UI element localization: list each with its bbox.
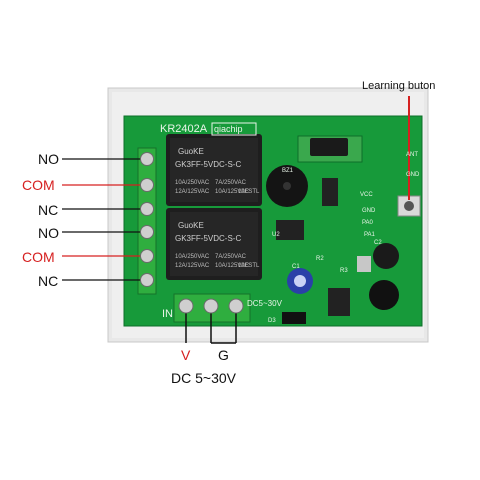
power-lines xyxy=(185,310,237,344)
label-v: V xyxy=(181,347,191,363)
relay-2-rating-1: 10A/250VAC xyxy=(175,254,210,260)
capacitor-2 xyxy=(373,243,399,269)
silk-pa0: PA0 xyxy=(362,220,374,226)
antenna-coil xyxy=(310,138,348,156)
board-model: KR2402A xyxy=(160,123,208,135)
relay-2-brand: GuoKE xyxy=(178,221,204,230)
terminal-screw[interactable] xyxy=(140,178,154,192)
relay-2 xyxy=(166,208,262,280)
silk-gnd-2: GND xyxy=(406,172,420,178)
learning-button-callout: Learning buton xyxy=(362,80,436,92)
silk-bz1: BZ1 xyxy=(282,168,294,174)
relay-1-rating-2: 7A/250VAC xyxy=(215,180,247,186)
label-g: G xyxy=(218,347,229,363)
output-terminal-block xyxy=(137,147,157,295)
terminal-screw[interactable] xyxy=(140,152,154,166)
ic-chip-3 xyxy=(328,288,350,316)
crystal xyxy=(357,256,371,272)
input-terminal-screw[interactable] xyxy=(203,298,219,314)
label-com-2: COM xyxy=(22,249,55,265)
terminal-screw[interactable] xyxy=(140,225,154,239)
relay-2-rating-5: 19FSTL xyxy=(238,263,260,269)
dc-marking: DC5~30V xyxy=(247,299,283,308)
relay-1 xyxy=(166,134,262,206)
relay-1-rating-5: 19FSTL xyxy=(238,189,260,195)
relay-1-rating-1: 10A/250VAC xyxy=(175,180,210,186)
silk-ant: ANT xyxy=(406,152,418,158)
silk-gnd: GND xyxy=(362,208,376,214)
relay-1-rating-4: 10A/125VAC xyxy=(215,189,250,195)
relay-2-rating-3: 12A/125VAC xyxy=(175,263,210,269)
label-lines xyxy=(62,158,142,281)
input-terminal-screw[interactable] xyxy=(178,298,194,314)
relay-2-rating-2: 7A/250VAC xyxy=(215,254,247,260)
label-nc-2: NC xyxy=(38,273,59,289)
label-no-2: NO xyxy=(38,225,59,241)
inductor xyxy=(369,280,399,310)
terminal-screws xyxy=(140,152,244,314)
label-nc-1: NC xyxy=(38,202,59,218)
terminal-screw[interactable] xyxy=(140,273,154,287)
relay-2-model: GK3FF-5VDC-S-C xyxy=(175,234,241,243)
relay-1-model: GK3FF-5VDC-S-C xyxy=(175,160,241,169)
board-brand: qiachip xyxy=(214,124,243,134)
ic-chip-1 xyxy=(322,178,338,206)
relay-1-brand: GuoKE xyxy=(178,147,204,156)
in-label: IN xyxy=(162,308,173,320)
relay-1-rating-3: 12A/125VAC xyxy=(175,189,210,195)
diode xyxy=(282,312,306,324)
input-terminal-screw[interactable] xyxy=(228,298,244,314)
silk-r3: R3 xyxy=(340,268,348,274)
silk-c1: C1 xyxy=(292,264,300,270)
label-dc-range: DC 5~30V xyxy=(171,370,236,386)
relay-2-rating-4: 10A/125VAC xyxy=(215,263,250,269)
label-com-1: COM xyxy=(22,177,55,193)
silk-vcc: VCC xyxy=(360,192,373,198)
terminal-screw[interactable] xyxy=(140,202,154,216)
label-no-1: NO xyxy=(38,151,59,167)
silk-r2: R2 xyxy=(316,256,324,262)
ic-chip-2 xyxy=(276,220,304,240)
terminal-screw[interactable] xyxy=(140,249,154,263)
silk-c2: C2 xyxy=(374,240,382,246)
silk-d3: D3 xyxy=(268,318,276,324)
silk-u2: U2 xyxy=(272,232,280,238)
silk-pa1: PA1 xyxy=(364,232,376,238)
